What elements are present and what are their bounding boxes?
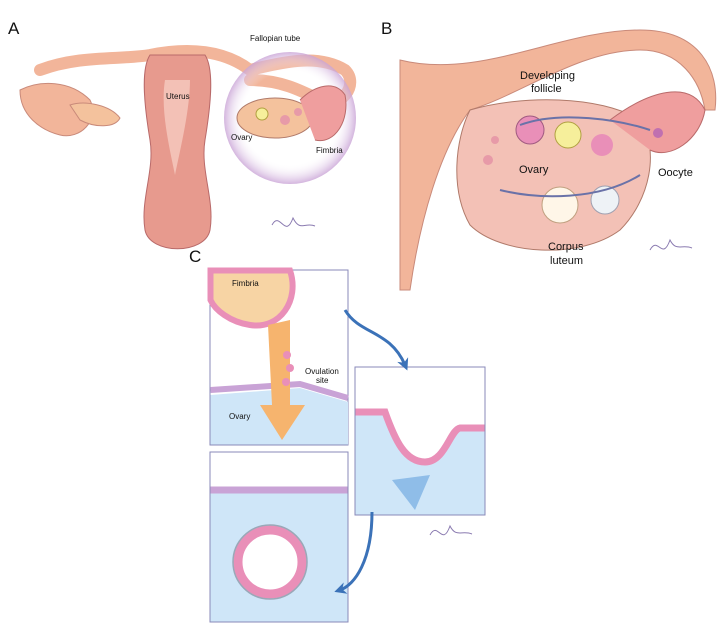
signature-b	[649, 238, 693, 251]
label-fallopian-tube: Fallopian tube	[250, 34, 301, 43]
inclusion-cyst	[233, 525, 307, 599]
panel-c-box-2	[354, 366, 486, 516]
panel-a: A Fallopian tube Uterus Ovary Fimbria	[8, 19, 357, 250]
panel-c: C Fimbria Ovulation site Ovary	[189, 247, 486, 623]
label-corpus-luteum-line2: luteum	[550, 255, 583, 267]
panel-c-box-3	[209, 451, 349, 623]
signature-a	[271, 216, 316, 227]
label-ovulation-site-line2: site	[316, 376, 329, 385]
label-developing-follicle-line2: follicle	[531, 83, 562, 95]
panel-b: B Developing follicle Ovary Oocyte Corpu…	[381, 19, 717, 291]
arrow-step-2-to-3	[334, 511, 374, 594]
label-ovary-c: Ovary	[229, 412, 250, 421]
panel-b-letter: B	[381, 19, 392, 38]
panel-c-box-1	[207, 267, 349, 446]
label-oocyte: Oocyte	[658, 167, 693, 179]
label-ovary-b: Ovary	[519, 164, 549, 176]
ovary-cross-section-illustration	[399, 29, 717, 291]
uterus-illustration	[19, 44, 357, 250]
signature-c	[429, 524, 473, 536]
label-corpus-luteum-line1: Corpus	[548, 241, 584, 253]
label-fimbria: Fimbria	[316, 146, 343, 155]
arrow-step-1-to-2	[343, 309, 409, 371]
label-developing-follicle-line1: Developing	[520, 70, 575, 82]
label-ovary: Ovary	[231, 133, 252, 142]
panel-a-letter: A	[8, 19, 20, 38]
label-uterus: Uterus	[166, 92, 190, 101]
label-ovulation-site-line1: Ovulation	[305, 367, 339, 376]
panel-c-letter: C	[189, 247, 201, 266]
label-fimbria-c: Fimbria	[232, 279, 259, 288]
